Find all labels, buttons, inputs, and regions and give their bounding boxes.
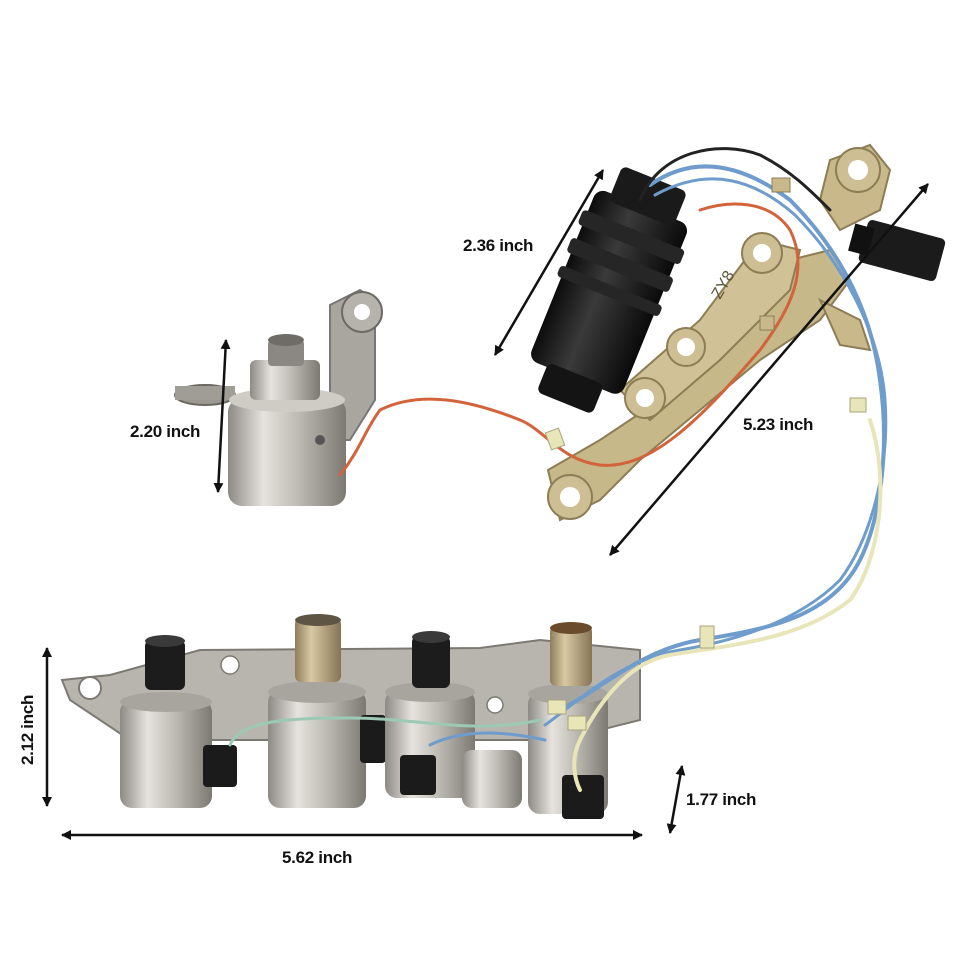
single-solenoid xyxy=(174,288,383,506)
dim-label-solenoid-height: 1.77 inch xyxy=(686,790,757,809)
arrow-5-23 xyxy=(609,183,929,556)
dim-label-single-solenoid: 2.20 inch xyxy=(130,422,201,441)
arrow-1-77 xyxy=(666,765,686,834)
dim-label-pack-width: 5.62 inch xyxy=(282,848,353,867)
solenoid-pack xyxy=(60,614,641,819)
dim-label-bracket: 5.23 inch xyxy=(743,415,814,434)
dimension-arrows xyxy=(42,169,929,840)
dim-label-pack-height: 2.12 inch xyxy=(18,694,37,765)
arrow-2-36 xyxy=(493,169,605,356)
dim-label-sensor: 2.36 inch xyxy=(463,236,534,255)
arrow-2-20 xyxy=(213,339,231,493)
harness-connector xyxy=(848,220,946,281)
